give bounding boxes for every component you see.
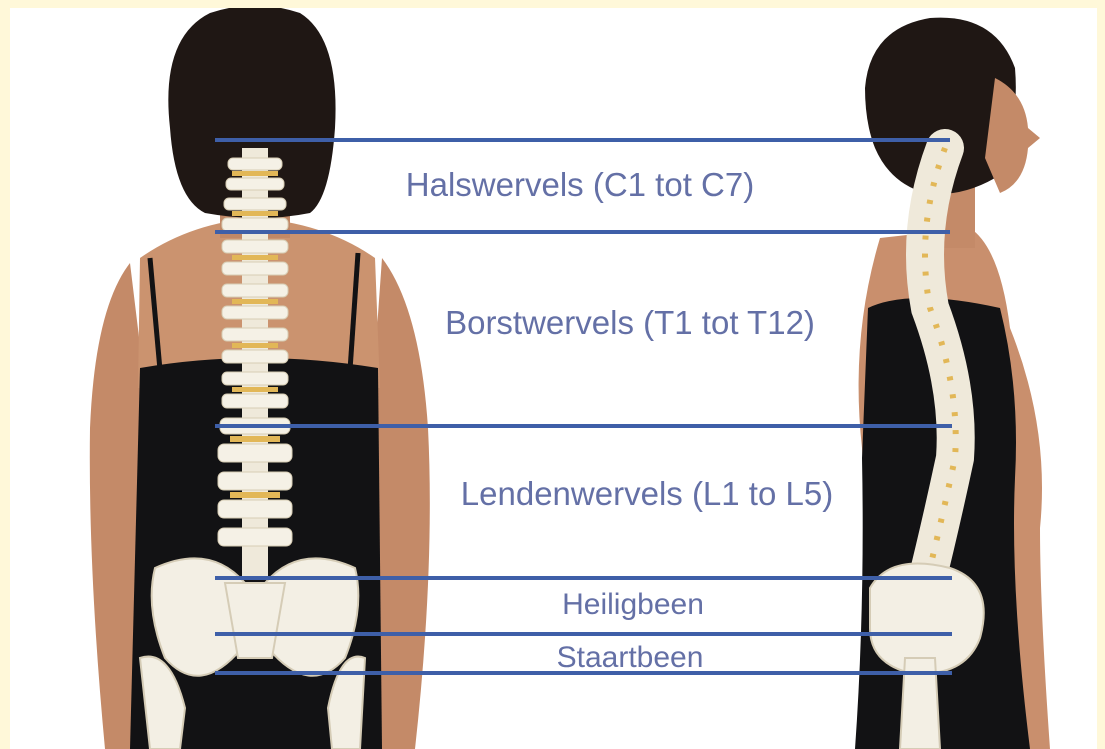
photo-frame: Halswervels (C1 tot C7) Borstwervels (T1… — [10, 8, 1097, 749]
spine-illustration — [10, 8, 1097, 749]
figure-back-view — [90, 8, 430, 749]
label-sacrum: Heiligbeen — [562, 588, 704, 622]
label-lumbar: Lendenwervels (L1 to L5) — [461, 475, 833, 513]
label-cervical: Halswervels (C1 tot C7) — [406, 166, 754, 204]
label-coccyx: Staartbeen — [557, 641, 704, 675]
label-thoracic: Borstwervels (T1 tot T12) — [445, 304, 815, 342]
figure-side-view — [855, 18, 1050, 749]
